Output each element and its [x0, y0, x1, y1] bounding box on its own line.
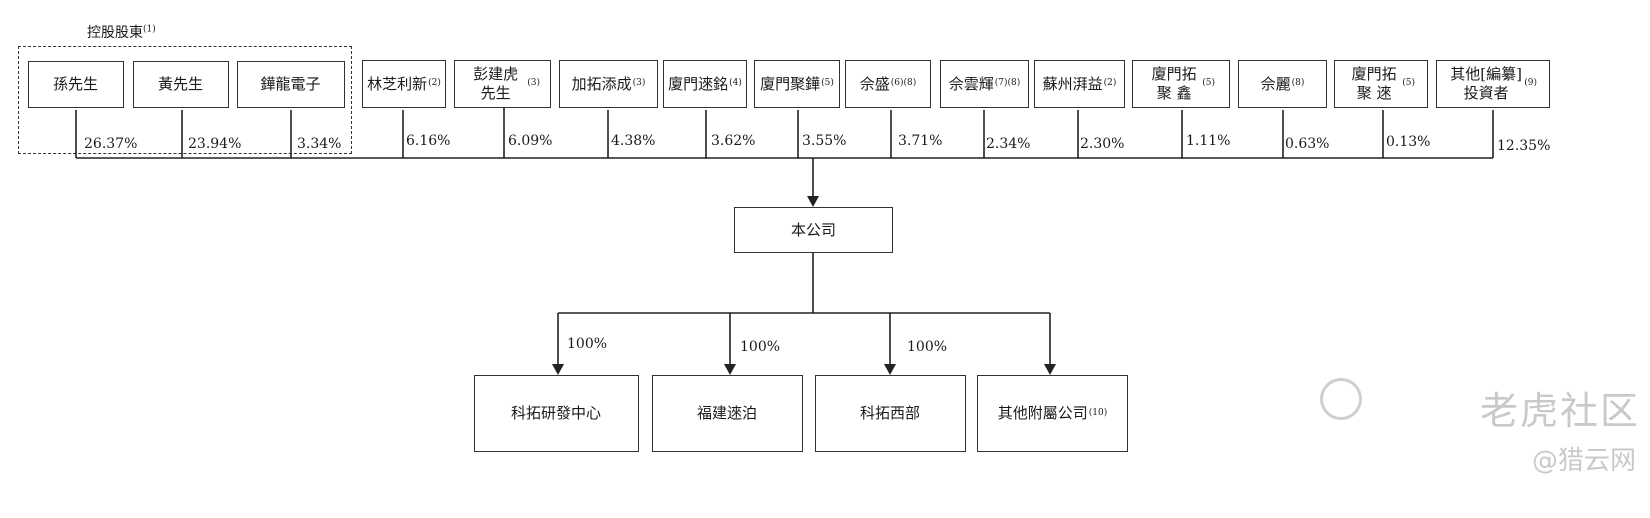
shareholder-name: 廈門逨銘: [668, 74, 729, 93]
shareholder-name: 廈門聚鏵: [760, 74, 821, 93]
shareholder-name: 彭建虎 先生: [473, 65, 519, 102]
group-label-text: 控股股東: [87, 25, 143, 41]
shareholder-name: 廈門拓聚 鑫: [1151, 65, 1197, 102]
watermark-logo-icon: [1320, 378, 1362, 420]
subsidiary-name: 其他附屬公司: [997, 404, 1088, 423]
shareholder-name: 孫先生: [52, 75, 98, 94]
shareholder-box: 鏵龍電子: [237, 61, 345, 108]
subsidiary-box: 其他附屬公司(10): [977, 375, 1128, 452]
controlling-shareholders-group: [18, 46, 352, 154]
ownership-percentage: 3.62%: [711, 133, 756, 149]
subsidiary-percentage: 100%: [740, 339, 781, 355]
subsidiary-name: 福建逨泊: [696, 404, 757, 423]
shareholder-note: (4): [729, 78, 742, 89]
shareholder-name: 佘麗: [1260, 74, 1291, 93]
ownership-percentage: 0.63%: [1285, 136, 1330, 152]
shareholder-name: 林芝利新: [367, 74, 428, 93]
shareholder-box: 廈門聚鏵(5): [754, 60, 840, 108]
shareholder-name: 黃先生: [157, 75, 203, 94]
shareholder-box: 佘盛(6)(8): [845, 60, 931, 108]
controlling-shareholders-label: 控股股東(1): [87, 22, 156, 42]
shareholder-name: 蘇州湃益: [1042, 74, 1103, 93]
shareholder-box: 加拓添成(3): [559, 60, 658, 108]
shareholder-note: (3): [527, 78, 540, 89]
shareholder-name: 鏵龍電子: [260, 75, 321, 94]
group-label-note: (1): [143, 24, 156, 35]
ownership-percentage: 3.71%: [898, 133, 943, 149]
shareholder-note: (3): [632, 78, 646, 89]
shareholder-note: (6)(8): [890, 78, 917, 89]
ownership-percentage: 1.11%: [1186, 133, 1231, 149]
subsidiary-box: 科拓西部: [815, 375, 966, 452]
ownership-percentage: 23.94%: [188, 136, 242, 152]
ownership-percentage: 3.34%: [297, 136, 342, 152]
company-name: 本公司: [790, 220, 836, 239]
ownership-percentage: 6.09%: [508, 133, 553, 149]
shareholder-note: (2): [1103, 78, 1117, 89]
subsidiary-name: 科拓西部: [859, 404, 920, 423]
subsidiary-note: (10): [1088, 407, 1108, 418]
shareholder-box: 孫先生: [28, 61, 124, 108]
shareholder-box: 黃先生: [133, 61, 229, 108]
shareholder-note: (7)(8): [994, 78, 1021, 89]
watermark-brand: 老虎社区: [1479, 389, 1640, 433]
ownership-percentage: 3.55%: [802, 133, 847, 149]
shareholder-note: (8): [1291, 78, 1305, 89]
shareholder-name: 其他[編纂] 投資者: [1450, 65, 1522, 102]
ownership-percentage: 0.13%: [1386, 134, 1431, 150]
shareholder-name: 加拓添成: [571, 74, 632, 93]
shareholder-name: 廈門拓聚 逨: [1351, 65, 1397, 102]
subsidiary-percentage: 100%: [567, 336, 608, 352]
subsidiary-box: 科拓研發中心: [474, 375, 639, 452]
shareholder-name: 佘盛: [859, 74, 890, 93]
shareholder-box: 林芝利新(2): [362, 60, 446, 108]
ownership-percentage: 26.37%: [84, 136, 138, 152]
shareholder-name: 佘雲輝: [948, 74, 994, 93]
shareholder-box: 彭建虎 先生 (3): [454, 60, 551, 108]
shareholder-box: 佘雲輝(7)(8): [940, 60, 1029, 108]
company-box: 本公司: [734, 207, 893, 253]
shareholder-note: (5): [1202, 78, 1215, 89]
subsidiary-percentage: 100%: [907, 339, 948, 355]
shareholder-note: (2): [428, 78, 441, 89]
shareholder-box: 佘麗(8): [1238, 60, 1327, 108]
shareholder-box: 其他[編纂] 投資者(9): [1436, 60, 1550, 108]
shareholder-box: 蘇州湃益(2): [1034, 60, 1125, 108]
ownership-percentage: 12.35%: [1497, 138, 1551, 154]
shareholder-box: 廈門逨銘(4): [663, 60, 747, 108]
shareholder-box: 廈門拓聚 鑫 (5): [1132, 60, 1230, 108]
shareholder-note: (9): [1524, 78, 1537, 89]
ownership-percentage: 2.30%: [1080, 136, 1125, 152]
watermark-credit: @猎云网: [1531, 446, 1636, 476]
ownership-percentage: 4.38%: [611, 133, 656, 149]
subsidiary-name: 科拓研發中心: [510, 404, 601, 423]
shareholder-note: (5): [821, 78, 834, 89]
shareholder-note: (5): [1402, 78, 1415, 89]
ownership-percentage: 6.16%: [406, 133, 451, 149]
subsidiary-box: 福建逨泊: [652, 375, 803, 452]
ownership-percentage: 2.34%: [986, 136, 1031, 152]
shareholder-box: 廈門拓聚 逨 (5): [1334, 60, 1428, 108]
